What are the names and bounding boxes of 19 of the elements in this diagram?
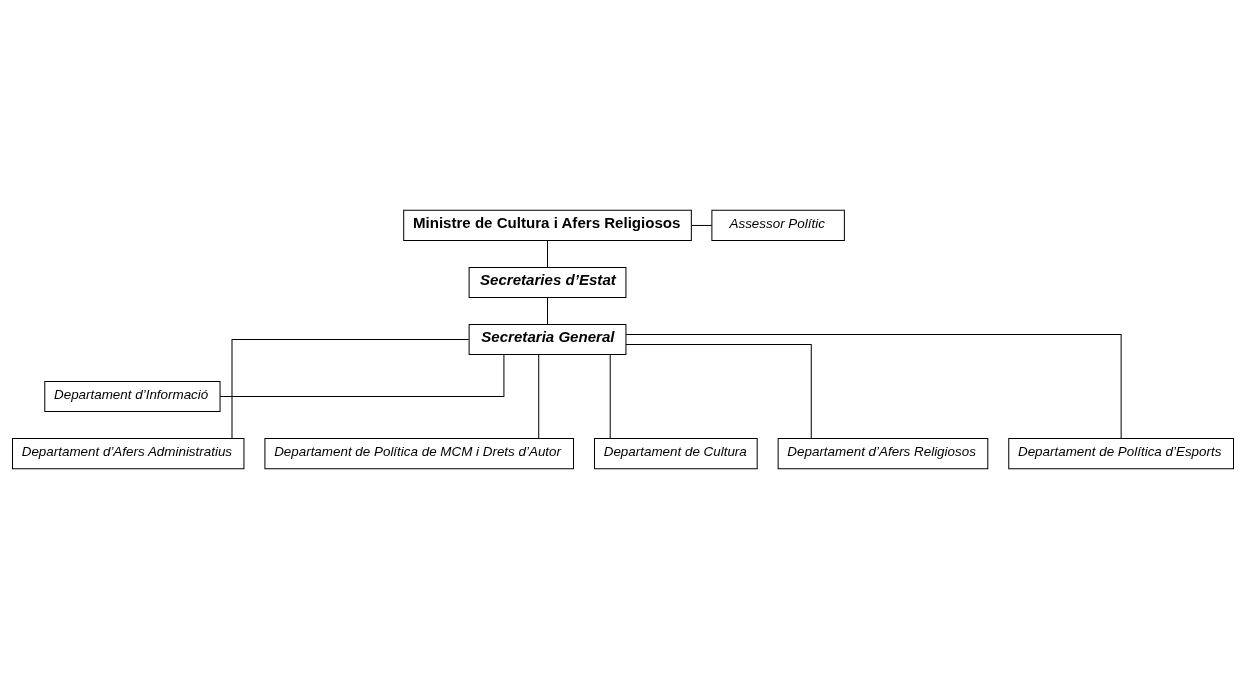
node-box: Departament de Política d’Esports — [1008, 437, 1234, 470]
connector — [219, 354, 505, 398]
node-box: Departament d’Informació — [44, 380, 221, 413]
node-box: Departament d’Afers Administratius — [12, 437, 245, 470]
node-box: Departament d’Afers Religiosos — [777, 437, 989, 470]
node-box: Secretaria General — [468, 323, 627, 356]
connector — [547, 240, 549, 268]
node-box: Departament de Política de MCM i Drets d’Autor — [264, 437, 575, 470]
connector — [547, 297, 549, 325]
connector — [691, 224, 713, 226]
connector — [538, 354, 540, 439]
node-box: Ministre de Cultura i Afers Religiosos — [403, 209, 692, 242]
node-box: Departament de Cultura — [594, 437, 758, 470]
connector — [609, 354, 611, 439]
node-box: Assessor Polític — [711, 209, 845, 242]
connector — [625, 333, 1122, 439]
connector — [231, 339, 470, 439]
node-box: Secretaries d’Estat — [468, 266, 627, 299]
connector — [625, 344, 812, 439]
